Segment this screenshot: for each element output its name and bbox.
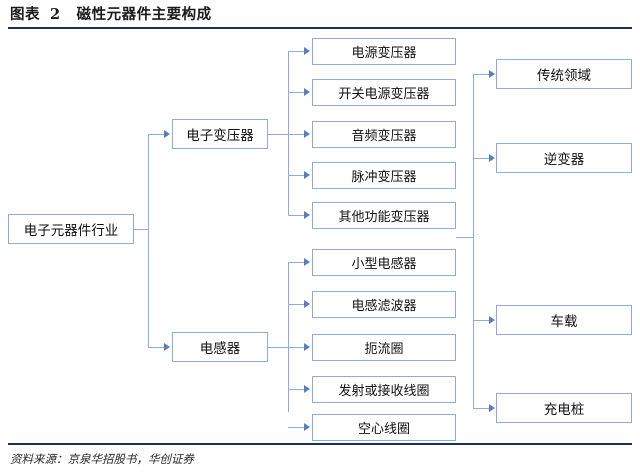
arrow-inductor-child-3: [304, 343, 310, 351]
arrow-root-to-transformer: [164, 130, 170, 138]
figure-label: 图表: [10, 6, 40, 23]
node-electronic-transformer[interactable]: 电子变压器: [172, 119, 268, 149]
connector-transformer-trunk: [288, 51, 289, 215]
connector-inductor-child-2: [288, 304, 304, 305]
arrow-transformer-child-4: [304, 171, 310, 179]
node-application-1[interactable]: 传统领域: [496, 59, 632, 89]
connector-transformer-child-1: [288, 51, 304, 52]
arrow-app-2: [489, 154, 495, 162]
connector-apps-stub: [456, 237, 473, 238]
arrow-inductor-child-5: [304, 423, 310, 431]
connector-transformer-child-4: [288, 175, 304, 176]
arrow-app-3: [489, 316, 495, 324]
connector-app-2: [473, 158, 489, 159]
connector-app-3: [473, 320, 489, 321]
connector-inductor-child-4: [288, 389, 304, 390]
node-application-3[interactable]: 车载: [496, 305, 632, 335]
arrow-app-4: [489, 404, 495, 412]
node-inductor-child-2[interactable]: 电感滤波器: [312, 291, 456, 318]
node-transformer-child-1-label: 电源变压器: [351, 46, 417, 61]
connector-transformer-stub: [268, 134, 288, 135]
connector-app-1: [473, 74, 489, 75]
node-inductor-child-2-label: 电感滤波器: [351, 299, 417, 314]
arrow-root-to-inductor: [164, 343, 170, 351]
node-transformer-child-5[interactable]: 其他功能变压器: [312, 202, 456, 229]
node-inductor-child-5-label: 空心线圈: [357, 422, 410, 437]
connector-inductor-trunk: [288, 262, 289, 412]
node-transformer-child-4-label: 脉冲变压器: [351, 170, 417, 185]
connector-transformer-child-3: [288, 134, 304, 135]
page-title: 图表 2 磁性元器件主要构成: [10, 3, 212, 24]
arrow-transformer-child-2: [304, 88, 310, 96]
arrow-transformer-child-3: [304, 130, 310, 138]
connector-root-trunk: [148, 134, 149, 347]
connector-inductor-child-1: [288, 262, 304, 263]
connector-transformer-child-5: [288, 215, 304, 216]
node-inductor-child-3-label: 扼流圈: [364, 342, 404, 357]
node-inductor-child-1[interactable]: 小型电感器: [312, 249, 456, 276]
node-application-4[interactable]: 充电桩: [496, 393, 632, 423]
connector-inductor-stub: [268, 347, 288, 348]
node-transformer-child-2-label: 开关电源变压器: [338, 87, 430, 102]
node-root[interactable]: 电子元器件行业: [8, 214, 134, 244]
node-inductor-child-1-label: 小型电感器: [351, 257, 417, 272]
node-inductor-child-4-label: 发射或接收线圈: [338, 384, 430, 399]
node-inductor[interactable]: 电感器: [172, 332, 268, 362]
arrow-app-1: [489, 70, 495, 78]
footer-divider: [8, 443, 632, 445]
node-transformer-child-3-label: 音频变压器: [351, 129, 417, 144]
connector-root-to-inductor: [148, 347, 164, 348]
node-transformer-child-4[interactable]: 脉冲变压器: [312, 162, 456, 189]
arrow-inductor-child-2: [304, 300, 310, 308]
node-transformer-child-5-label: 其他功能变压器: [338, 210, 430, 225]
node-application-1-label: 传统领域: [537, 68, 591, 84]
node-root-label: 电子元器件行业: [23, 223, 119, 239]
connector-app-4: [473, 408, 489, 409]
source-note: 资料来源：京泉华招股书，华创证券: [10, 452, 194, 466]
connector-apps-trunk: [473, 74, 474, 408]
figure-number: 2: [50, 6, 61, 23]
connector-inductor-child-3: [288, 347, 304, 348]
node-application-2[interactable]: 逆变器: [496, 143, 632, 173]
node-transformer-child-3[interactable]: 音频变压器: [312, 121, 456, 148]
arrow-transformer-child-5: [304, 211, 310, 219]
node-application-4-label: 充电桩: [543, 402, 585, 418]
arrow-inductor-child-1: [304, 258, 310, 266]
node-transformer-child-2[interactable]: 开关电源变压器: [312, 79, 456, 106]
arrow-transformer-child-1: [304, 47, 310, 55]
node-application-3-label: 车载: [550, 314, 578, 330]
node-electronic-transformer-label: 电子变压器: [186, 128, 254, 144]
connector-root-to-transformer: [148, 134, 164, 135]
node-inductor-child-3[interactable]: 扼流圈: [312, 334, 456, 361]
connector-transformer-child-2: [288, 92, 304, 93]
figure-title-text: 磁性元器件主要构成: [76, 6, 212, 23]
node-inductor-label: 电感器: [199, 341, 241, 357]
connector-inductor-child-5: [288, 427, 304, 428]
arrow-inductor-child-4: [304, 385, 310, 393]
node-inductor-child-5[interactable]: 空心线圈: [312, 414, 456, 441]
node-inductor-child-4[interactable]: 发射或接收线圈: [312, 376, 456, 403]
header-divider: [8, 27, 632, 29]
connector-root-stub: [134, 229, 149, 230]
node-transformer-child-1[interactable]: 电源变压器: [312, 38, 456, 65]
node-application-2-label: 逆变器: [543, 152, 585, 168]
